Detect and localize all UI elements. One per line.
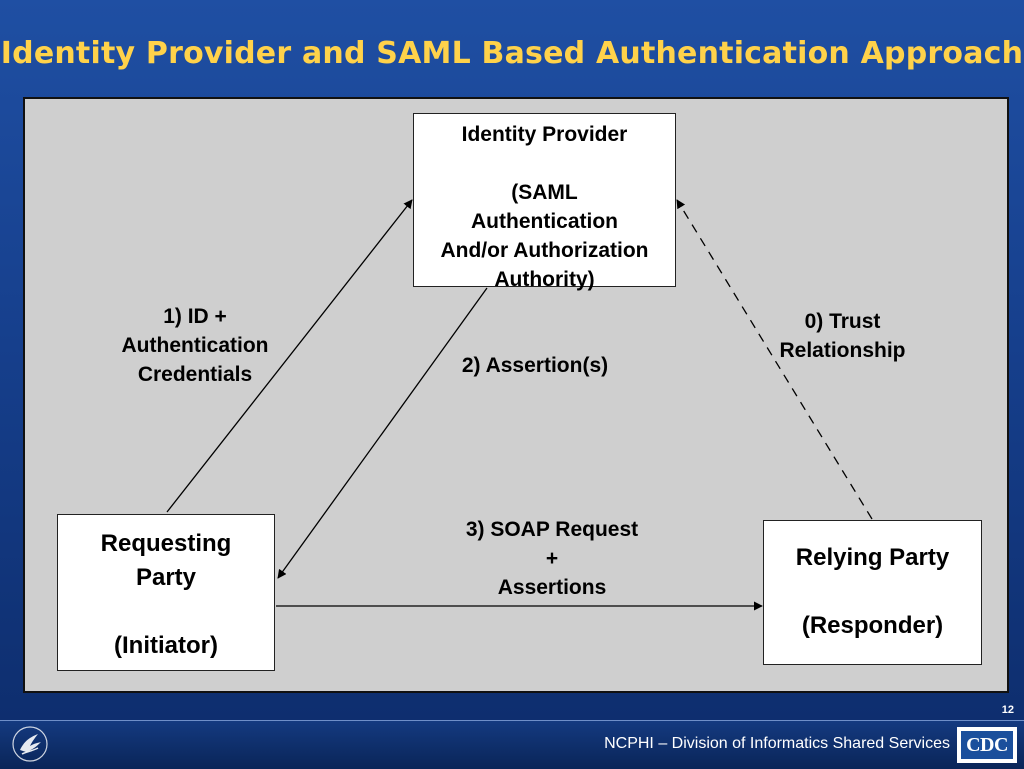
hhs-eagle-icon xyxy=(12,726,48,762)
cdc-logo-text: CDC xyxy=(959,729,1015,761)
label-step-1-line: 1) ID + xyxy=(163,305,227,328)
label-step-3: 3) SOAP Request + Assertions xyxy=(437,515,667,602)
identity-provider-title: Identity Provider xyxy=(461,123,628,146)
cdc-logo: CDC xyxy=(957,727,1017,763)
requesting-party-line: Requesting xyxy=(100,530,232,557)
identity-provider-line: Authority) xyxy=(494,268,595,291)
label-step-0-line: Relationship xyxy=(779,339,906,362)
footer-bar xyxy=(0,720,1024,769)
label-step-0: 0) Trust Relationship xyxy=(755,307,930,365)
label-step-1-line: Authentication xyxy=(121,334,269,357)
footer-text: NCPHI – Division of Informatics Shared S… xyxy=(604,735,950,752)
requesting-party-box: Requesting Party (Initiator) xyxy=(57,514,275,671)
identity-provider-line: (SAML xyxy=(511,181,578,204)
relying-party-title: Relying Party xyxy=(795,544,950,571)
requesting-party-line: Party xyxy=(135,564,197,591)
relying-party-box: Relying Party (Responder) xyxy=(763,520,982,665)
slide-title: Identity Provider and SAML Based Authent… xyxy=(0,36,1024,71)
relying-party-role: (Responder) xyxy=(801,612,944,639)
requesting-party-role: (Initiator) xyxy=(114,632,218,659)
label-step-3-line: 3) SOAP Request xyxy=(465,518,639,541)
page-number: 12 xyxy=(1001,704,1014,716)
arrow-assertions xyxy=(277,287,488,579)
arrow-trust-relationship xyxy=(676,199,873,520)
label-step-2: 2) Assertion(s) xyxy=(461,354,609,377)
label-step-0-line: 0) Trust xyxy=(804,310,881,333)
identity-provider-box: Identity Provider (SAML Authentication A… xyxy=(413,113,676,291)
arrow-id-credentials xyxy=(166,199,413,513)
label-step-3-line: + xyxy=(545,547,559,570)
label-step-3-line: Assertions xyxy=(497,576,607,599)
label-step-1-line: Credentials xyxy=(137,363,253,386)
identity-provider-line: Authentication xyxy=(471,210,618,233)
label-step-1: 1) ID + Authentication Credentials xyxy=(95,302,295,389)
identity-provider-line: And/or Authorization xyxy=(440,239,649,262)
